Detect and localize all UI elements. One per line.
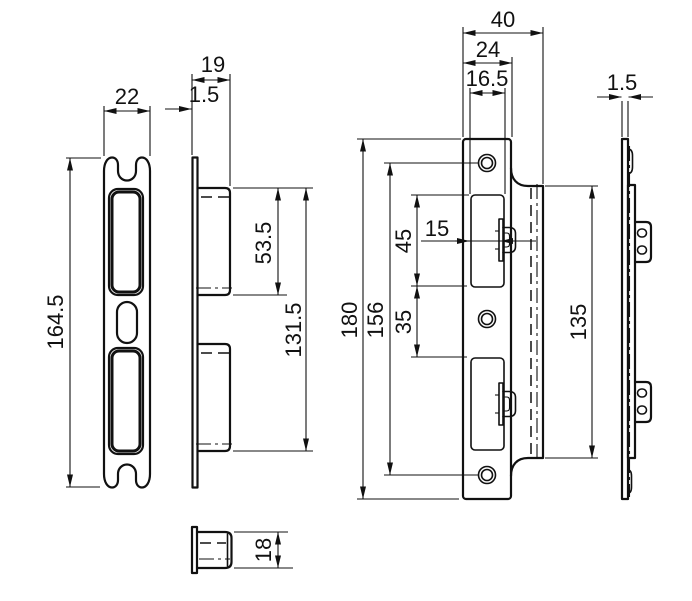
lower-dust-box [196,342,232,453]
dim-label: 156 [363,302,388,339]
center-oval-hole [115,300,139,345]
dimension-screws-156: 156 [363,162,478,476]
dim-label: 18 [251,538,276,562]
dim-label: 53.5 [251,222,276,265]
lock-body-front-view: 40 24 16.5 180 156 45 [337,7,598,501]
lower-cutout [470,357,505,451]
dimension-height-164-5: 164.5 [43,157,101,488]
dimension-width-22: 22 [103,84,151,156]
strike-plate-side-view: 19 1.5 53.5 131.5 [165,52,313,489]
faceplate-outline [461,137,513,501]
dimension-overall-40: 40 [462,7,544,184]
bottom-screw-hole-inner [480,468,494,482]
top-screw-hole [477,153,497,173]
lock-body-side-view: 1.5 [597,70,653,501]
strike-plate-edge [191,156,199,489]
dim-label: 19 [201,52,225,77]
dimension-upper-box-53-5: 53.5 [233,187,313,296]
upper-latch-bolt [495,218,517,262]
flange-edge [190,525,199,575]
dimension-box-18: 18 [234,531,293,569]
dim-label: 16.5 [466,66,509,91]
dim-label: 45 [391,229,416,253]
case-edge [626,183,637,460]
dim-label: 15 [425,216,449,241]
top-screw-bump [627,148,634,175]
dim-label: 1.5 [189,82,220,107]
middle-screw-hole-inner [480,312,494,326]
upper-latch-hole [107,187,145,297]
upper-bolt-side [633,220,653,264]
dimension-cutout-16-5: 16.5 [466,66,509,194]
dim-label: 180 [337,302,362,339]
bottom-screw-bump [627,469,633,494]
dimension-extent-131-5: 131.5 [233,188,313,452]
upper-latch-hole-inner [110,190,142,294]
dim-label: 131.5 [281,302,306,357]
bottom-screw-hole [477,465,497,485]
strike-plate-front-view: 22 164.5 [43,84,152,489]
dim-label: 1.5 [607,70,638,95]
dim-label: 135 [566,304,591,341]
strike-plate-outline [102,156,152,489]
dimension-thickness-1-5-right: 1.5 [597,70,653,137]
dimension-faceplate-24: 24 [463,37,513,137]
dim-label: 24 [476,37,500,62]
dim-label: 164.5 [43,294,68,349]
dim-label: 22 [115,84,139,109]
dimension-span-45: 45 [391,194,469,286]
dimension-case-135: 135 [545,185,598,459]
box-outline [195,530,233,570]
dimension-depth-19: 19 [191,52,231,186]
lower-bolt-side [633,380,653,424]
middle-screw-hole [477,309,497,329]
dust-box-section-view: 18 [190,525,293,575]
top-screw-hole-inner [480,156,494,170]
lower-latch-hole-inner [110,349,142,453]
lower-latch-hole [107,346,145,456]
dimension-height-180: 180 [337,138,461,500]
upper-dust-box [196,186,232,297]
dim-label: 40 [491,7,515,32]
lower-latch-bolt [495,382,517,426]
dimension-thickness-1-5: 1.5 [165,82,220,112]
lock-case-outline [509,166,545,478]
dim-label: 35 [391,310,416,334]
dimension-gap-35: 35 [391,285,467,358]
dimension-latch-15: 15 [421,216,536,244]
